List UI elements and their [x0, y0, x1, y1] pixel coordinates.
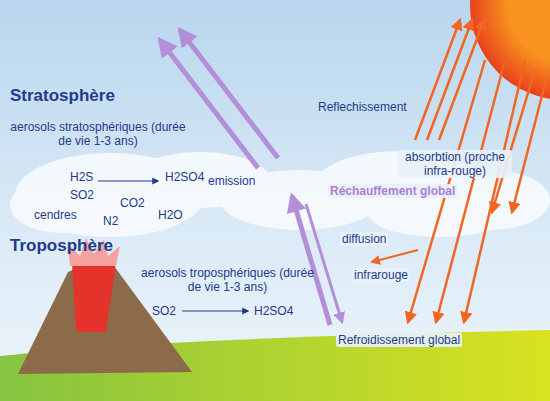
- process-label: Reflechissement: [318, 100, 407, 114]
- process-label: diffusion: [340, 232, 388, 246]
- sun: [470, 0, 550, 100]
- gas-name: cendres: [34, 208, 77, 222]
- chemical-formula: H2O: [158, 208, 183, 222]
- aerosol-note: aerosols troposphériques (durée de vie 1…: [140, 266, 315, 294]
- chemical-formula: H2S: [70, 170, 93, 184]
- process-label: absorbtion (proche infra-rouge): [398, 150, 512, 178]
- layer-name: Stratosphère: [10, 86, 115, 105]
- aerosol-note: aerosols stratosphériques (durée de vie …: [8, 120, 188, 148]
- chemical-formula: SO2: [152, 304, 176, 318]
- effect-label: Réchauffement global: [328, 184, 457, 198]
- effect-label: Refroidissement global: [336, 333, 462, 347]
- chemical-formula: SO2: [70, 188, 94, 202]
- process-label: emission: [208, 174, 255, 188]
- lava-column: [72, 262, 116, 332]
- chemical-formula: N2: [103, 214, 118, 228]
- layer-name: Troposphère: [10, 236, 113, 255]
- chemical-formula: H2SO4: [254, 304, 293, 318]
- process-label: infrarouge: [352, 268, 410, 282]
- chemical-formula: CO2: [120, 196, 145, 210]
- chemical-formula: H2SO4: [165, 170, 204, 184]
